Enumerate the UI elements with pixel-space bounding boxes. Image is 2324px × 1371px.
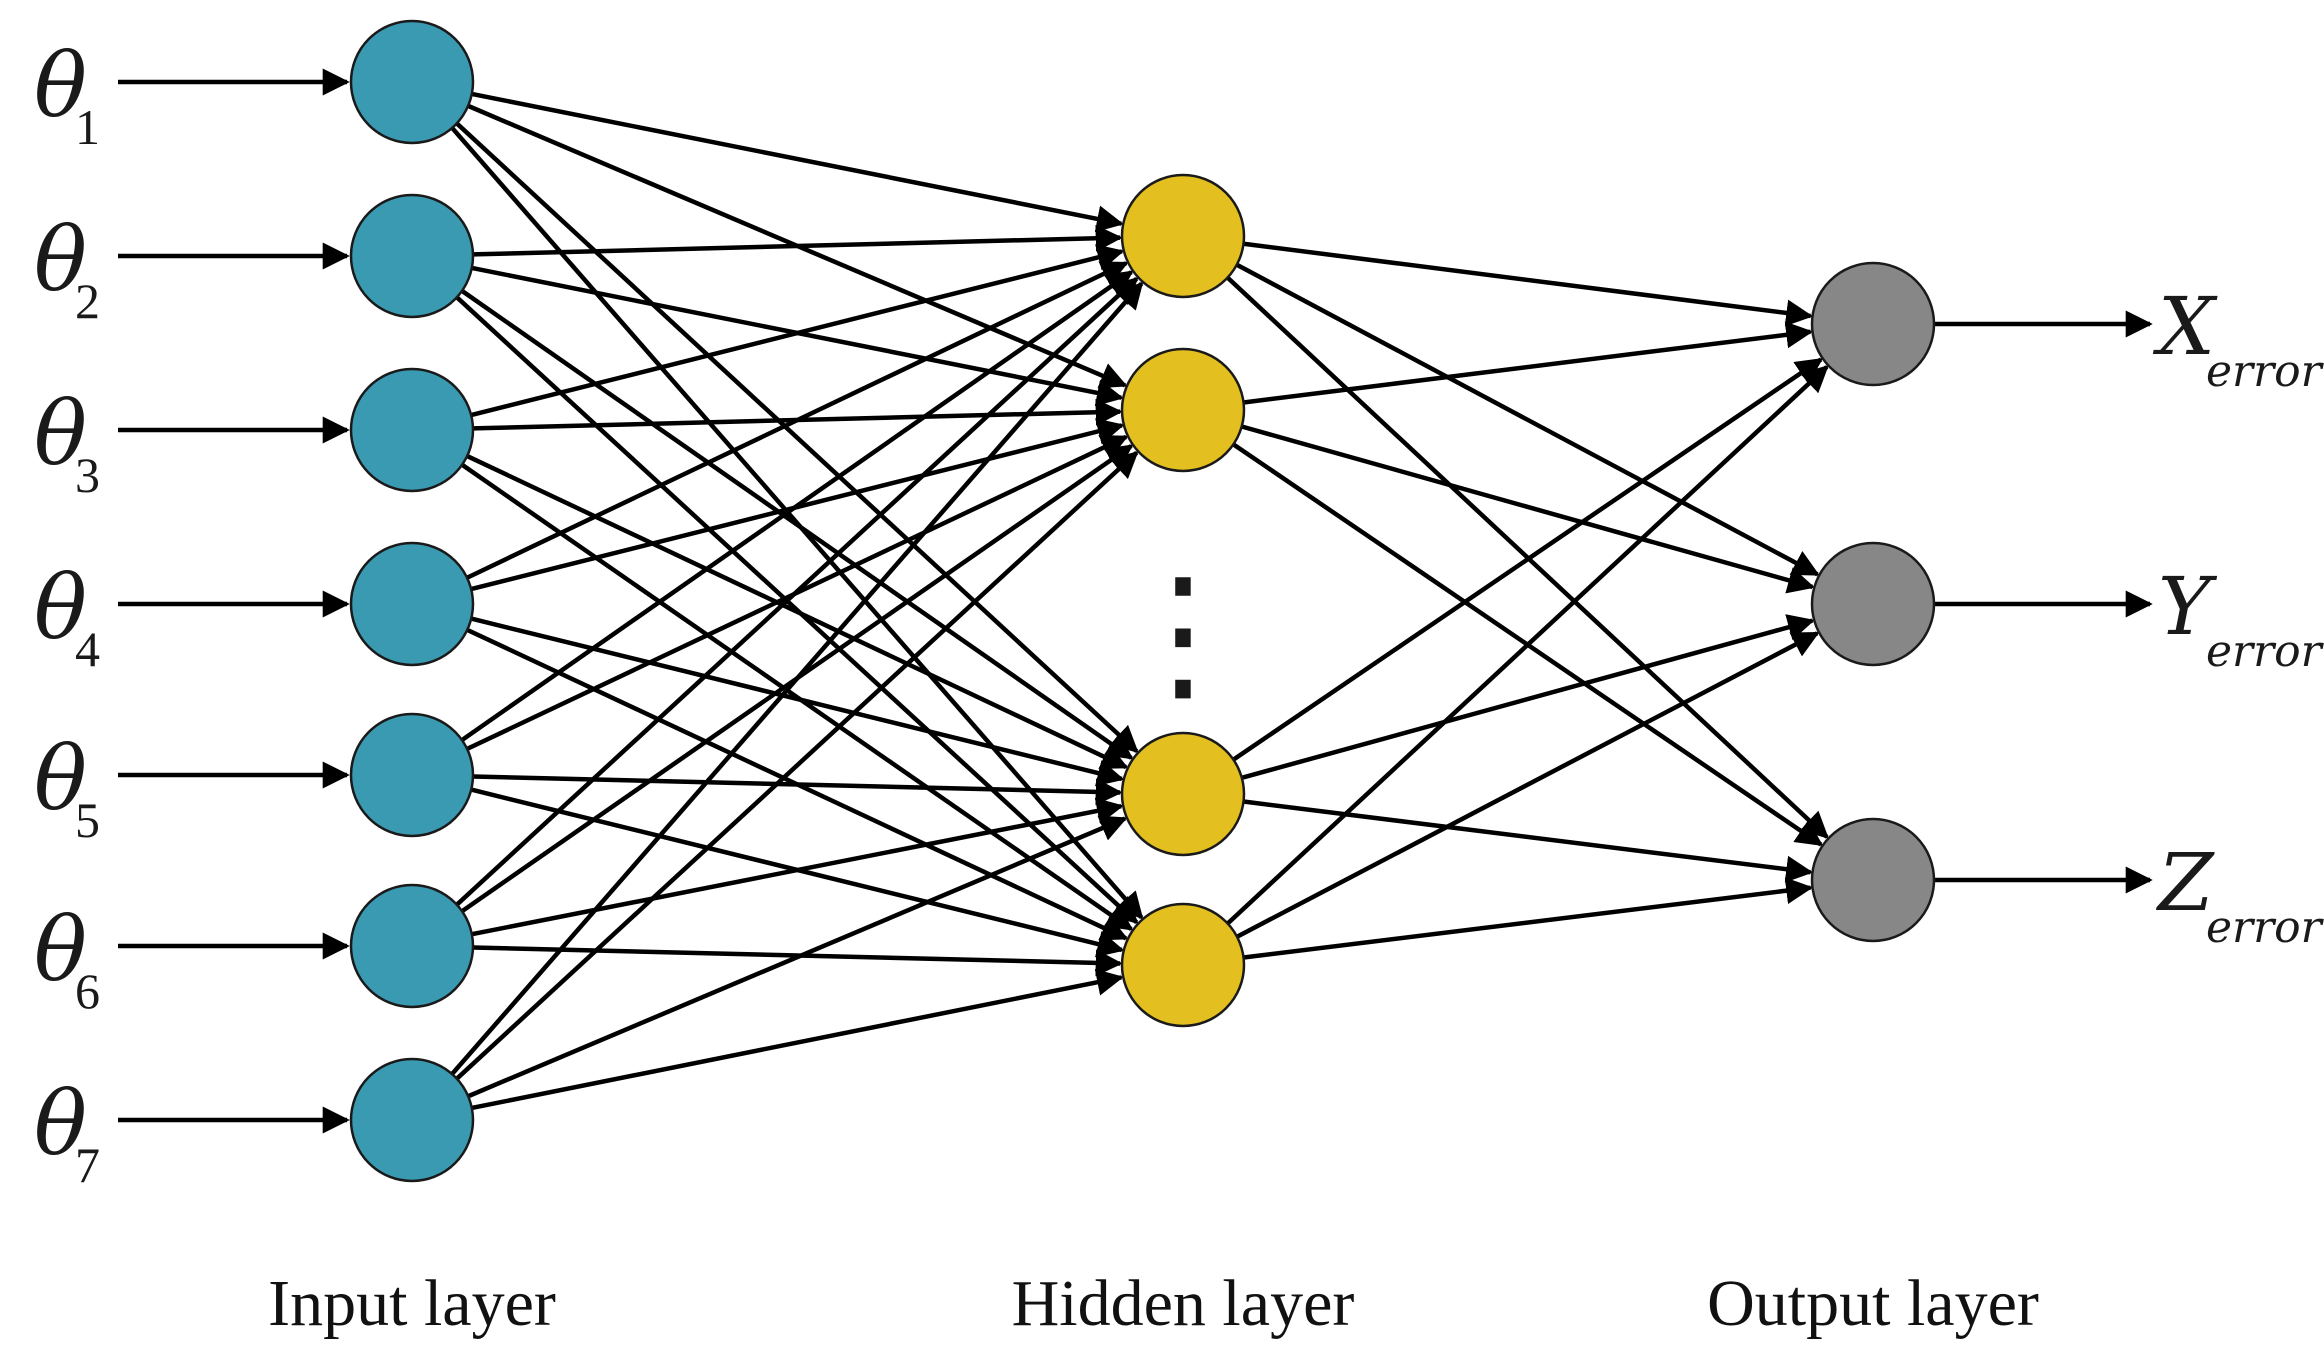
input-subscript-2: 2 xyxy=(75,273,100,329)
input-symbol-6: θ xyxy=(34,898,87,1001)
edge-hidden-3-output-1 xyxy=(1232,357,1824,762)
edge-input-7-hidden-1 xyxy=(450,281,1144,1076)
hidden-node-4 xyxy=(1120,902,1246,1028)
nodes xyxy=(349,19,1936,1183)
input-subscript-1: 1 xyxy=(75,99,100,155)
edge-input-3-hidden-3 xyxy=(466,454,1129,770)
edge-input-7-hidden-2 xyxy=(455,450,1139,1081)
output-symbol-3: Z xyxy=(2155,836,2215,929)
edge-input-2-hidden-3 xyxy=(460,289,1134,760)
edge-hidden-3-output-3 xyxy=(1243,799,1814,883)
edge-hidden-4-output-2 xyxy=(1236,631,1820,939)
edge-input-6-hidden-3 xyxy=(471,797,1124,937)
edge-hidden-2-output-1 xyxy=(1243,321,1814,405)
input-node-2 xyxy=(349,193,475,319)
edge-input-1-hidden-1 xyxy=(471,91,1124,233)
input-node-4 xyxy=(349,541,475,667)
output-node-3 xyxy=(1810,817,1936,943)
input-node-5 xyxy=(349,712,475,838)
hidden-layer-label: Hidden layer xyxy=(1012,1267,1355,1340)
hidden-node-1 xyxy=(1120,173,1246,299)
input-subscript-3: 3 xyxy=(75,447,100,503)
edge-hidden-1-output-2 xyxy=(1235,262,1820,577)
edge-hidden-4-output-3 xyxy=(1243,877,1814,960)
input-symbol-1: θ xyxy=(34,34,87,137)
input-subscript-6: 6 xyxy=(75,963,100,1019)
input-node-1 xyxy=(349,19,475,145)
edge-input-2-hidden-1 xyxy=(472,224,1123,257)
edge-hidden-1-output-1 xyxy=(1243,241,1814,327)
connection-edges xyxy=(450,91,1829,1111)
hidden-node-3 xyxy=(1120,731,1246,857)
hidden-node-2 xyxy=(1120,347,1246,473)
edge-hidden-2-output-2 xyxy=(1241,424,1815,594)
edge-input-5-hidden-1 xyxy=(460,270,1134,742)
input-symbol-3: θ xyxy=(34,382,87,485)
input-node-6 xyxy=(349,883,475,1009)
input-arrows xyxy=(118,68,350,1134)
input-node-3 xyxy=(349,367,475,493)
edge-input-7-hidden-4 xyxy=(471,968,1124,1111)
output-arrows xyxy=(1934,310,2153,894)
input-symbol-2: θ xyxy=(34,208,87,311)
output-symbol-1: X xyxy=(2152,280,2218,373)
input-layer-label: Input layer xyxy=(268,1267,556,1340)
output-subscript-1: error xyxy=(2206,346,2324,397)
input-symbol-7: θ xyxy=(34,1072,87,1175)
output-symbol-2: Y xyxy=(2158,560,2218,653)
edge-input-4-hidden-1 xyxy=(466,261,1129,580)
output-subscript-2: error xyxy=(2206,626,2324,677)
edge-input-7-hidden-3 xyxy=(467,815,1128,1099)
input-node-7 xyxy=(349,1057,475,1183)
input-subscript-4: 4 xyxy=(75,621,100,677)
edge-hidden-4-output-1 xyxy=(1226,365,1829,926)
input-symbol-5: θ xyxy=(34,727,87,830)
edge-hidden-3-output-2 xyxy=(1241,614,1815,780)
edge-input-1-hidden-3 xyxy=(455,121,1139,754)
output-layer-label: Output layer xyxy=(1707,1267,2039,1340)
input-symbol-4: θ xyxy=(34,556,87,659)
edge-input-5-hidden-3 xyxy=(472,774,1123,806)
input-subscript-7: 7 xyxy=(75,1137,100,1193)
hidden-ellipsis: ⋮ xyxy=(1108,551,1258,717)
edge-input-3-hidden-1 xyxy=(470,244,1125,418)
edge-input-4-hidden-3 xyxy=(470,616,1125,787)
output-node-2 xyxy=(1810,541,1936,667)
output-subscript-3: error xyxy=(2206,902,2324,953)
output-node-1 xyxy=(1810,261,1936,387)
input-subscript-5: 5 xyxy=(75,792,100,848)
edge-input-6-hidden-1 xyxy=(455,276,1139,907)
